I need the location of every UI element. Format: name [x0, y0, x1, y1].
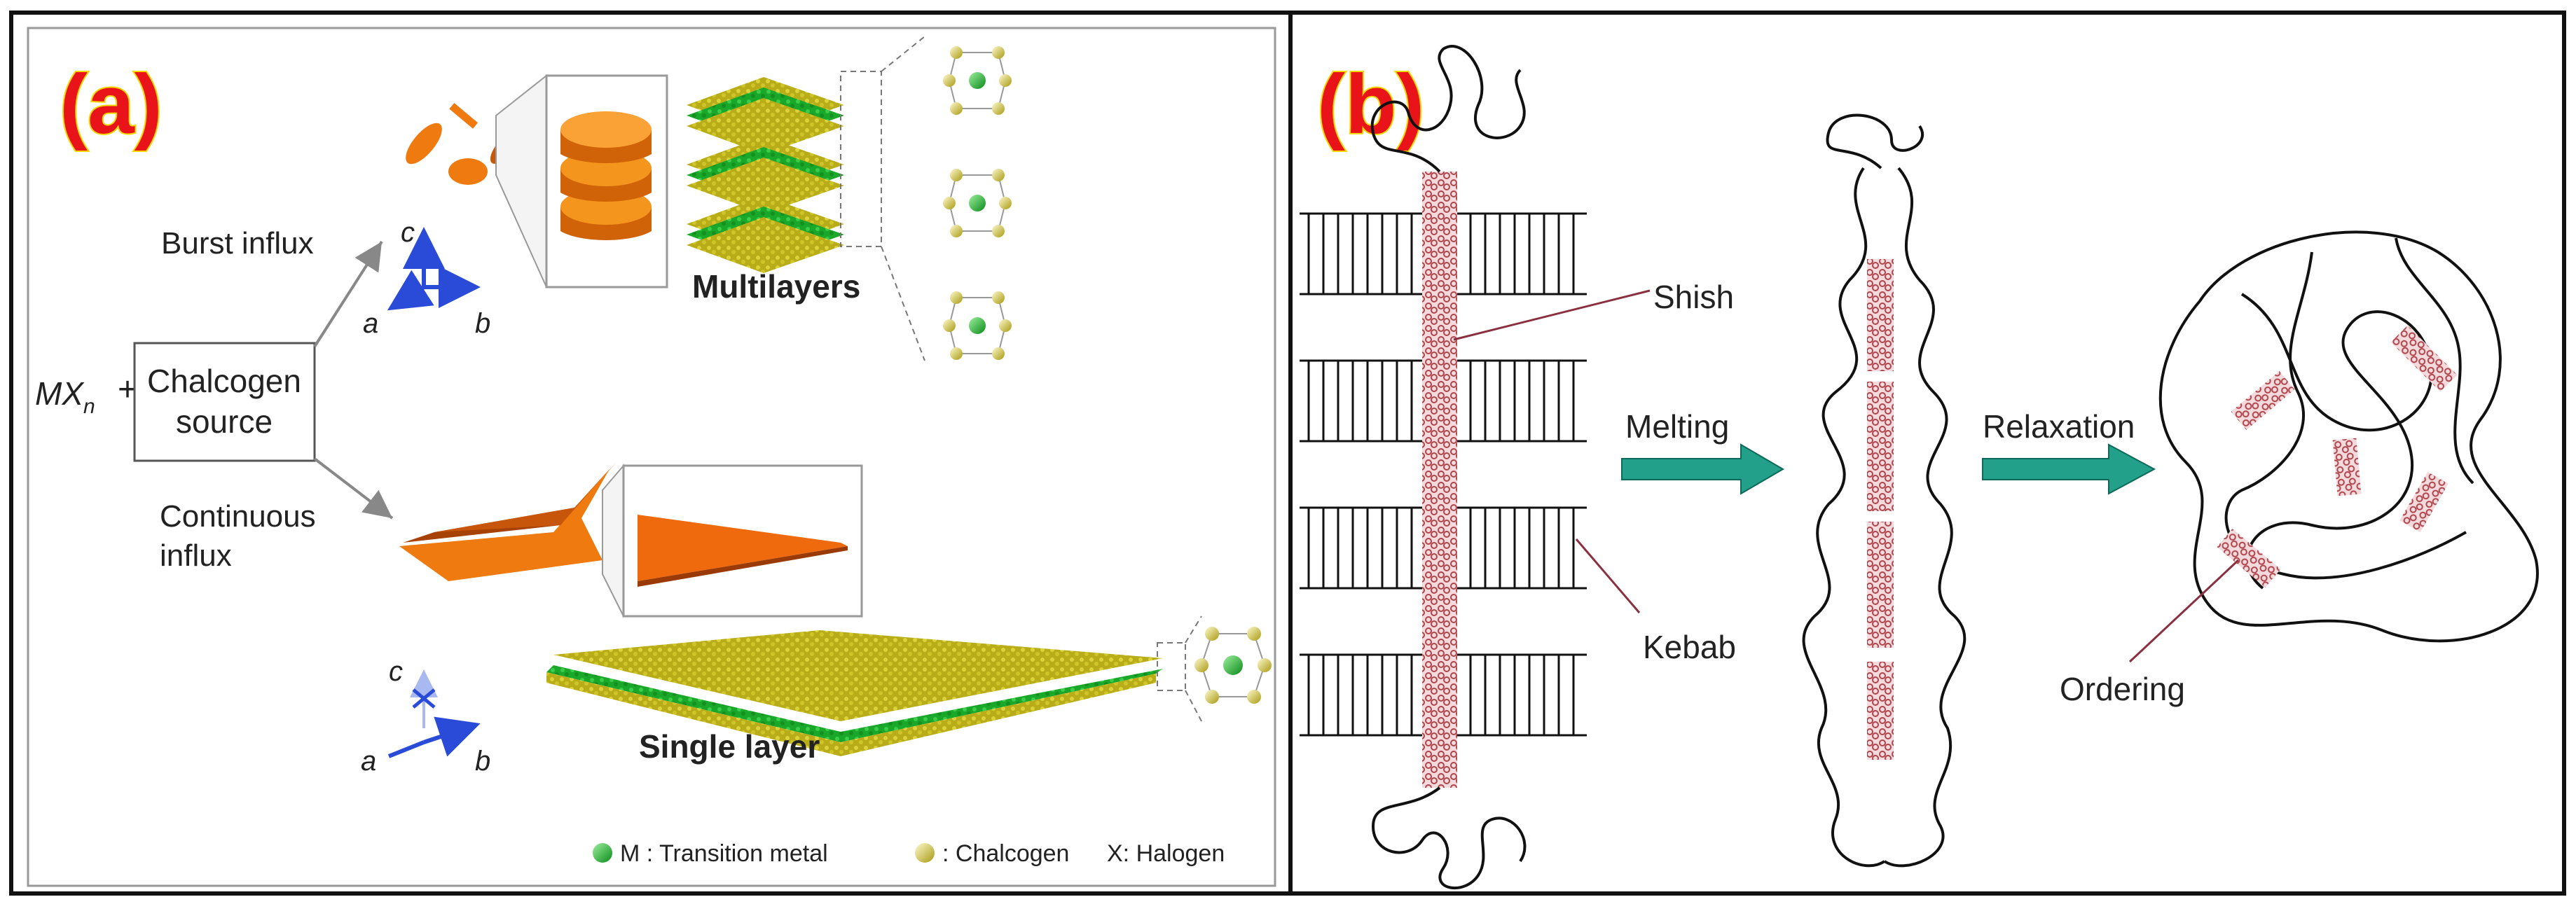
legend-chalcogen-label: : Chalcogen [942, 840, 1069, 867]
ordering-label: Ordering [2060, 671, 2185, 707]
continuous-influx-line-1: Continuous [160, 499, 316, 534]
axes-bottom: c a b [361, 656, 490, 777]
chalcogen-source-box [133, 342, 316, 462]
panel-b-label: (b) [1317, 57, 1424, 151]
chain-bottom [1371, 786, 1527, 890]
legend-halogen-label: X: Halogen [1107, 840, 1225, 867]
legend: M : Transition metal : Chalcogen X: Halo… [593, 840, 1225, 867]
svg-text:b: b [475, 308, 490, 339]
relaxation-label: Relaxation [1983, 408, 2135, 445]
melted-shish [1802, 113, 1967, 868]
shish-column [1422, 172, 1457, 788]
legend-metal-label: M : Transition metal [620, 840, 828, 867]
burst-arrow [313, 240, 383, 348]
multilayer-stack [687, 77, 844, 273]
svg-text:c: c [389, 656, 403, 687]
shish-label: Shish [1653, 279, 1734, 315]
shish-leader [1453, 289, 1651, 341]
svg-text:c: c [401, 217, 415, 248]
svg-text:a: a [363, 308, 378, 339]
panel-b-frame [1288, 11, 2566, 896]
fragment-2 [449, 103, 478, 129]
panel-b: (b) Shish Kebab Melting [1288, 11, 2566, 896]
legend-chalcogen-swatch [915, 843, 935, 863]
panel-a-inner-frame [27, 27, 1276, 887]
continuous-arrow [313, 457, 394, 520]
source-line-1: Chalcogen [147, 363, 301, 399]
melting-arrow [1621, 443, 1784, 495]
kebab-leader [1575, 538, 1641, 613]
kebab-label: Kebab [1643, 629, 1736, 665]
relaxation-arrow [1982, 443, 2156, 495]
melting-label: Melting [1625, 408, 1729, 445]
single-layer-sheet [546, 630, 1163, 756]
panel-a: (a) MXn + Chalcogen source Burst influx … [9, 11, 1293, 896]
single-layer-zoom-box [1157, 642, 1186, 691]
stacked-discs [560, 111, 652, 241]
ordering-leader [2128, 559, 2240, 663]
svg-text:b: b [475, 746, 490, 777]
axes-top: c a b [363, 217, 490, 339]
fragment-3 [448, 158, 488, 185]
multilayers-label: Multilayers [692, 268, 860, 305]
orange-platelet [399, 462, 617, 581]
single-layer-label: Single layer [639, 728, 820, 765]
burst-influx-label: Burst influx [161, 226, 314, 260]
source-line-2: source [176, 403, 273, 440]
octahedra-zoom-box [840, 71, 882, 247]
fragment-1 [406, 123, 442, 165]
platelet-zoom [638, 515, 848, 581]
svg-text:a: a [361, 746, 376, 777]
relaxed-coil [2158, 230, 2539, 643]
single-octahedron [1194, 627, 1272, 704]
panel-a-label: (a) [60, 57, 163, 151]
precursor-formula: MXn [35, 375, 95, 418]
octahedra-column [943, 46, 1012, 360]
kebab-lamellae [1300, 212, 1587, 737]
chain-top [1370, 45, 1526, 173]
continuous-influx-line-2: influx [160, 538, 232, 573]
legend-metal-swatch [593, 843, 612, 863]
